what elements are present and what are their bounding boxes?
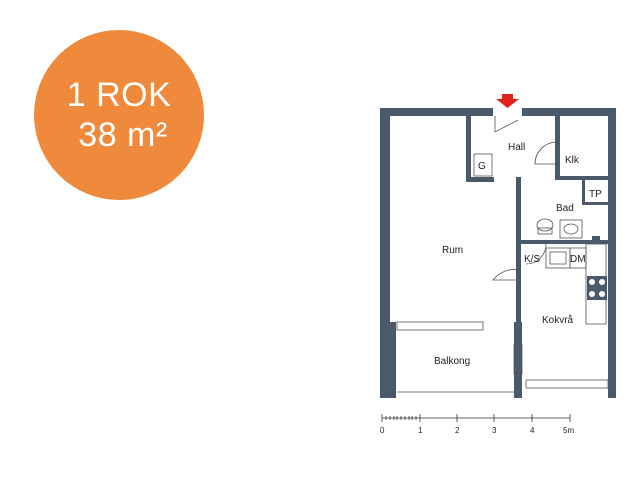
room-label-rum: Rum: [442, 245, 463, 256]
wall-left: [380, 108, 390, 398]
kitchen-door-icon: [492, 269, 522, 281]
room-label-hall: Hall: [508, 142, 525, 153]
room-label-g: G: [478, 161, 486, 172]
scale-tick-4: 4: [530, 426, 535, 435]
washer-inner-icon: [549, 251, 567, 265]
stove-icon: [587, 276, 607, 300]
scale-tick-3: 3: [492, 426, 497, 435]
scale-tick-1: 1: [418, 426, 423, 435]
kitchen-window-icon: [525, 379, 609, 389]
washer-icon: [545, 247, 571, 269]
room-count-badge: 1 ROK 38 m²: [34, 30, 204, 200]
room-label-klk: Klk: [565, 155, 580, 166]
scale-tick-2: 2: [455, 426, 460, 435]
closet-g-icon: [473, 153, 493, 177]
burner-icon: [589, 291, 595, 297]
wall-klk-bottom: [555, 176, 608, 180]
room-label-dm: DM: [570, 254, 586, 265]
toilet-icon: [536, 218, 554, 232]
wall-bath-bottom: [521, 240, 608, 244]
sink-icon: [559, 219, 583, 239]
scale-tick-5: 5m: [563, 426, 574, 435]
wall-right: [608, 108, 616, 398]
wall-klk-left: [555, 116, 560, 180]
burner-icon: [599, 291, 605, 297]
balcony-window-icon: [513, 343, 523, 375]
room-label-tp: TP: [589, 189, 602, 200]
room-label-balkong: Balkong: [434, 356, 470, 367]
bath-door-icon: [525, 243, 547, 265]
wall-closet-bottom: [466, 177, 494, 182]
wall-living-right: [516, 177, 521, 322]
burner-icon: [599, 279, 605, 285]
wall-tp-bottom: [582, 202, 608, 205]
klk-door-icon: [534, 141, 558, 165]
wall-tp-left: [582, 180, 585, 204]
room-label-kokvra: Kokvrå: [542, 314, 574, 326]
room-count-text: 1 ROK: [66, 76, 172, 114]
scale-tick-0: 0: [380, 426, 385, 435]
sink-bowl-icon: [563, 223, 579, 235]
wall-balcony-right: [514, 322, 522, 398]
balcony-door-icon: [396, 321, 484, 331]
toilet-tank-icon: [537, 227, 553, 235]
wall-hall-left: [466, 116, 471, 182]
scale-bar: [381, 414, 571, 422]
entrance-arrow-icon: [496, 94, 519, 108]
area-text: 38 m²: [78, 116, 168, 154]
room-label-bad: Bad: [556, 203, 574, 214]
walls: [380, 108, 616, 398]
entrance-door-icon: [494, 116, 519, 133]
wall-top-right: [522, 108, 616, 116]
wall-balcony-left: [380, 322, 396, 398]
wall-top-left: [380, 108, 493, 116]
room-label-ks: K/S: [524, 254, 540, 265]
water-heater-icon: [592, 236, 600, 241]
burner-icon: [589, 279, 595, 285]
